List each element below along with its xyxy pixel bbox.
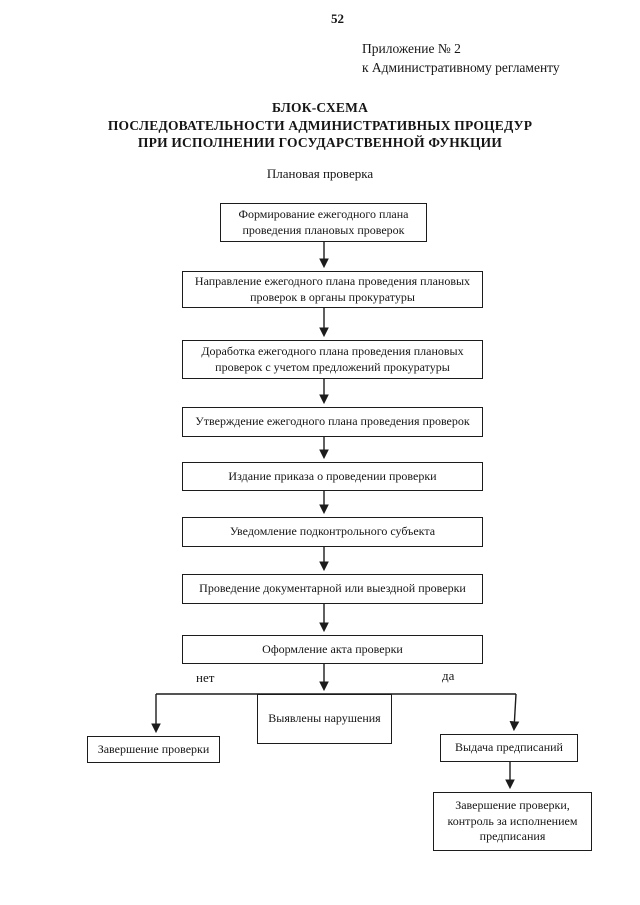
flowchart-subtitle: Плановая проверка — [266, 166, 374, 181]
flow-step-act-preparation: Оформление акта проверки — [182, 635, 483, 664]
branch-label-no: нет — [196, 670, 215, 685]
annex-line-2: к Административному регламенту — [362, 59, 560, 75]
flow-final-completion-control: Завершение проверки, контроль за исполне… — [433, 792, 592, 851]
flow-outcome-completion: Завершение проверки — [87, 736, 220, 763]
flow-step-subject-notification: Уведомление подконтрольного субъекта — [182, 517, 483, 547]
title-line-3: ПРИ ИСПОЛНЕНИИ ГОСУДАРСТВЕННОЙ ФУНКЦИИ — [137, 135, 503, 151]
flow-step-inspection: Проведение документарной или выездной пр… — [182, 574, 483, 604]
document-title: БЛОК-СХЕМА ПОСЛЕДОВАТЕЛЬНОСТИ АДМИНИСТРА… — [0, 99, 640, 152]
page-number: 52 — [331, 11, 344, 26]
annex-line-1: Приложение № 2 — [362, 41, 461, 56]
flow-outcome-prescriptions: Выдача предписаний — [440, 734, 578, 762]
flow-step-plan-formation: Формирование ежегодного плана проведения… — [220, 203, 427, 242]
flow-step-plan-submission: Направление ежегодного плана проведения … — [182, 271, 483, 308]
flow-step-order-issue: Издание приказа о проведении проверки — [182, 462, 483, 491]
annex-note: Приложение № 2 к Административному регла… — [362, 40, 560, 77]
flow-decision-violations: Выявлены нарушения — [257, 694, 392, 744]
flow-step-plan-revision: Доработка ежегодного плана проведения пл… — [182, 340, 483, 379]
title-line-1: БЛОК-СХЕМА — [271, 100, 369, 115]
branch-label-yes: да — [442, 668, 455, 683]
title-line-2: ПОСЛЕДОВАТЕЛЬНОСТИ АДМИНИСТРАТИВНЫХ ПРОЦ… — [107, 117, 533, 133]
flow-step-plan-approval: Утверждение ежегодного плана проведения … — [182, 407, 483, 437]
